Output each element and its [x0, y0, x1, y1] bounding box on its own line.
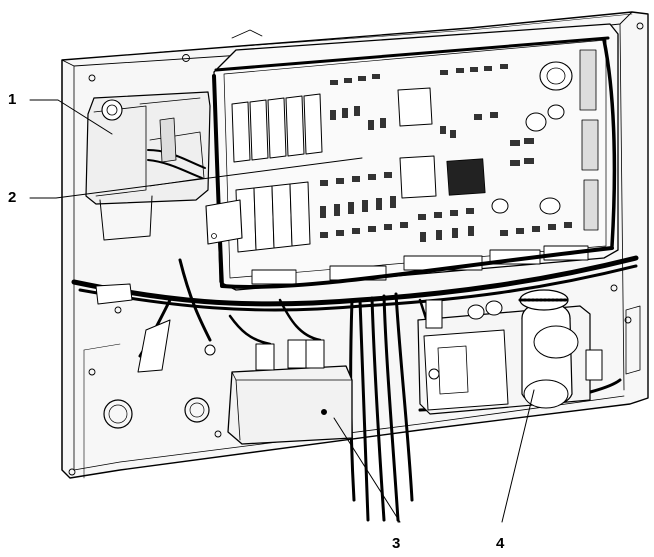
filter-box	[227, 339, 353, 445]
leader-line-4	[501, 389, 535, 523]
power-module	[417, 289, 603, 415]
leader-lines	[29, 99, 535, 523]
callout-1: 1	[8, 91, 17, 108]
callout-2: 2	[8, 189, 17, 206]
mounting-bracket	[205, 199, 243, 245]
leader-line-2	[29, 157, 363, 199]
leader-line-1	[29, 99, 113, 135]
main-pcb	[212, 23, 619, 291]
callout-4: 4	[496, 535, 505, 552]
leader-line-3	[333, 417, 401, 523]
callout-3: 3	[392, 535, 401, 552]
wiring-harness	[71, 255, 639, 522]
